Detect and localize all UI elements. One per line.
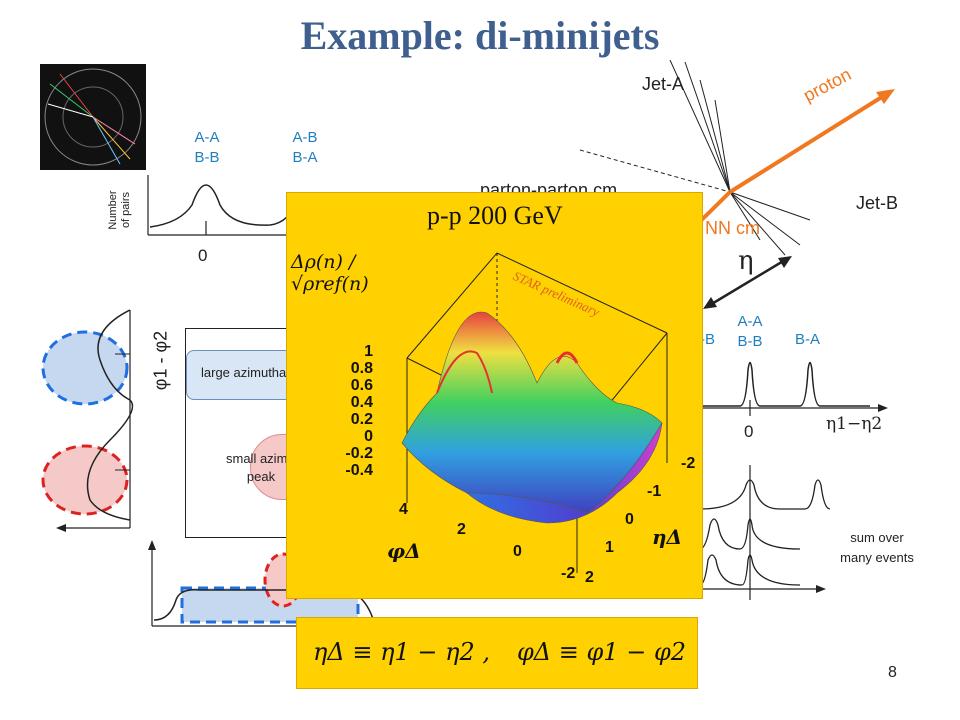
overlay-formula-label: Δρ(n) / √ρref(n) xyxy=(291,251,369,295)
jet-b-label: Jet-B xyxy=(856,193,899,213)
event-display-image xyxy=(40,64,146,170)
phi-tick-4: 4 xyxy=(399,501,408,518)
eta-hist-plot xyxy=(700,361,888,416)
eta-hist-zero: 0 xyxy=(744,422,754,441)
nn-cm-label: NN cm xyxy=(705,218,760,238)
phi-tick-0: 0 xyxy=(513,543,522,560)
jet-a-label: Jet-A xyxy=(642,74,685,94)
eta-axis-label: η1−η2 xyxy=(826,414,883,434)
eta-tick-minus1: -1 xyxy=(647,483,662,500)
surface-plot xyxy=(401,252,668,573)
eta-tick-minus2: -2 xyxy=(681,455,696,472)
eta-label-ba: B-A xyxy=(795,331,821,348)
large-separation-box: large azimuthal separation xyxy=(186,350,296,400)
eta-tick-0: 0 xyxy=(625,511,634,528)
definition-formula: ηΔ ≡ η1 − η2 , φΔ ≡ φ1 − φ2 xyxy=(296,617,698,689)
top-hist-zero: 0 xyxy=(198,246,208,265)
eta-axis-label-3d: ηΔ xyxy=(652,525,683,549)
azimuth-axis-label: φ1 - φ2 xyxy=(150,330,171,391)
eta-definition: ηΔ ≡ η1 − η2 , xyxy=(313,638,490,666)
azimuth-projection xyxy=(41,309,134,532)
phi-axis-label: φΔ xyxy=(387,539,421,563)
page-number: 8 xyxy=(888,664,897,681)
slide-title: Example: di-minijets xyxy=(300,13,660,58)
small-peak-label: small azimuthalpeak xyxy=(226,451,296,484)
phi-tick-2: 2 xyxy=(457,521,466,538)
phi-tick-minus2: -2 xyxy=(561,565,576,582)
phi-definition: φΔ ≡ φ1 − φ2 xyxy=(517,638,687,666)
eta-tick-1: 1 xyxy=(605,539,614,556)
eta-symbol: η xyxy=(738,246,754,276)
correlation-overlay: p-p 200 GeV STAR preliminary Δρ(n) / √ρr… xyxy=(286,192,703,599)
overlay-title: p-p 200 GeV xyxy=(427,201,563,230)
eta-tick-2: 2 xyxy=(585,569,594,586)
top-hist-plot xyxy=(147,175,300,236)
sum-plot xyxy=(700,465,830,600)
